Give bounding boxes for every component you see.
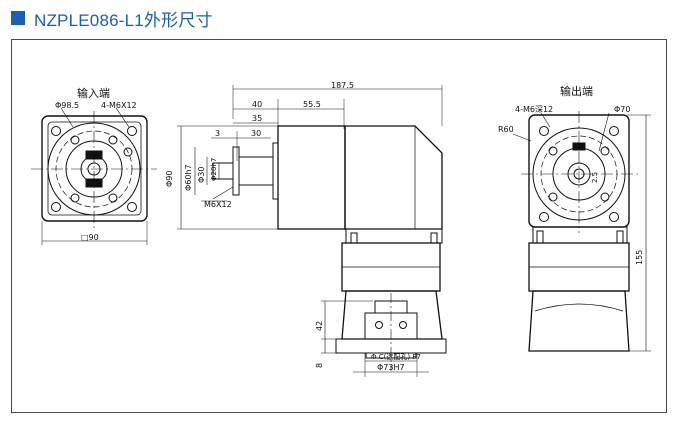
output-phi70-dim: Φ70 [614, 105, 630, 114]
dim-pilot: Φ73H7 [377, 363, 405, 372]
dim-thread: M6X12 [204, 200, 232, 209]
dim-35: 35 [252, 114, 262, 123]
side-view: 187.5 40 55.5 35 3 30 [165, 81, 447, 377]
dim-phi20: Φ20h7 [210, 158, 218, 181]
dim-42: 42 [315, 321, 324, 331]
dim-55-5: 55.5 [303, 100, 321, 109]
dim-phi90: Φ90 [165, 171, 174, 187]
drawing-frame: 输入端 Φ98.5 4-M6X12 [11, 39, 667, 413]
dim-flange-bore: Φ C(选配孔) F7 [371, 352, 421, 361]
input-end-view: 输入端 Φ98.5 4-M6X12 [31, 86, 157, 245]
output-radius-dim: R60 [498, 125, 514, 134]
input-square-dim: □90 [81, 233, 99, 242]
input-end-label: 输入端 [77, 86, 110, 100]
output-height-dim: 155 [635, 250, 644, 265]
dim-phi60: Φ60h7 [184, 164, 193, 191]
section-header: NZPLE086-L1外形尺寸 [11, 8, 213, 30]
output-end-view: 输出端 4-M6深12 Φ70 R60 2.5 [498, 84, 651, 352]
dim-30: 30 [251, 129, 261, 138]
output-end-label: 输出端 [560, 84, 593, 98]
dim-8: 8 [315, 363, 324, 368]
page-title: NZPLE086-L1外形尺寸 [34, 10, 213, 30]
dim-40: 40 [252, 100, 262, 109]
dim-phi30: Φ30 [197, 167, 206, 183]
output-holes-dim: 4-M6深12 [515, 105, 553, 114]
header-marker-icon [11, 11, 25, 25]
output-shaft-dim: 2.5 [591, 172, 599, 183]
input-holes-dim: 4-M6X12 [101, 101, 137, 110]
technical-drawing: 输入端 Φ98.5 4-M6X12 [31, 81, 651, 377]
dim-3: 3 [215, 129, 220, 138]
input-pcd-dim: Φ98.5 [55, 101, 79, 110]
total-length-dim: 187.5 [331, 81, 354, 90]
